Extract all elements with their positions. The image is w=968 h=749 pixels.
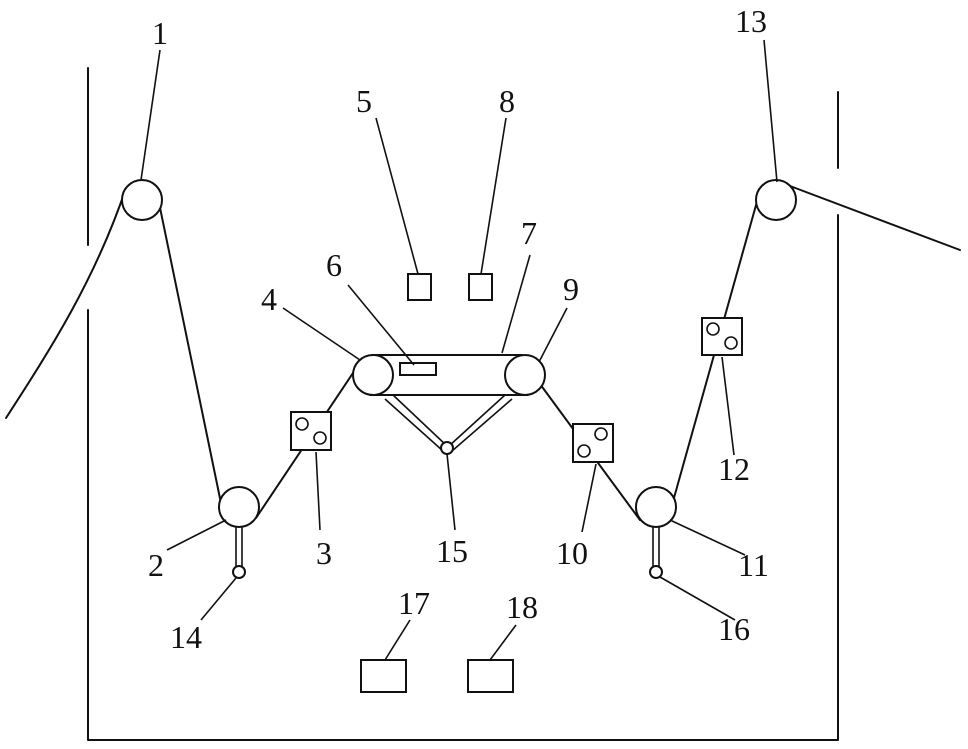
- roller-1: [122, 180, 162, 220]
- label-5: 5: [356, 83, 372, 119]
- label-16: 16: [718, 611, 750, 647]
- label-1: 1: [152, 15, 168, 51]
- label-3: 3: [316, 535, 332, 571]
- label-18: 18: [506, 589, 538, 625]
- number-labels: 1 2 3 4 5 6 7 8 9 10 11 12 13 14 15 16 1…: [148, 3, 769, 655]
- label-2: 2: [148, 547, 164, 583]
- label-8: 8: [499, 83, 515, 119]
- label-9: 9: [563, 271, 579, 307]
- stem-16: [650, 527, 662, 578]
- guide-block-10: [573, 424, 613, 462]
- web-path: [6, 186, 960, 520]
- label-10: 10: [556, 535, 588, 571]
- label-11: 11: [738, 547, 769, 583]
- label-14: 14: [170, 619, 202, 655]
- roller-11: [636, 487, 676, 527]
- plate-6: [400, 363, 436, 375]
- box-17: [361, 660, 406, 692]
- stem-14: [233, 527, 245, 578]
- roller-4: [353, 355, 393, 395]
- box-8: [469, 274, 492, 300]
- label-6: 6: [326, 247, 342, 283]
- support-15: [385, 395, 512, 454]
- guide-block-3: [291, 412, 331, 450]
- label-13: 13: [735, 3, 767, 39]
- label-4: 4: [261, 281, 277, 317]
- label-15: 15: [436, 533, 468, 569]
- label-7: 7: [521, 215, 537, 251]
- box-5: [408, 274, 431, 300]
- label-12: 12: [718, 451, 750, 487]
- label-17: 17: [398, 585, 430, 621]
- roller-13: [756, 180, 796, 220]
- box-18: [468, 660, 513, 692]
- guide-block-12: [702, 318, 742, 355]
